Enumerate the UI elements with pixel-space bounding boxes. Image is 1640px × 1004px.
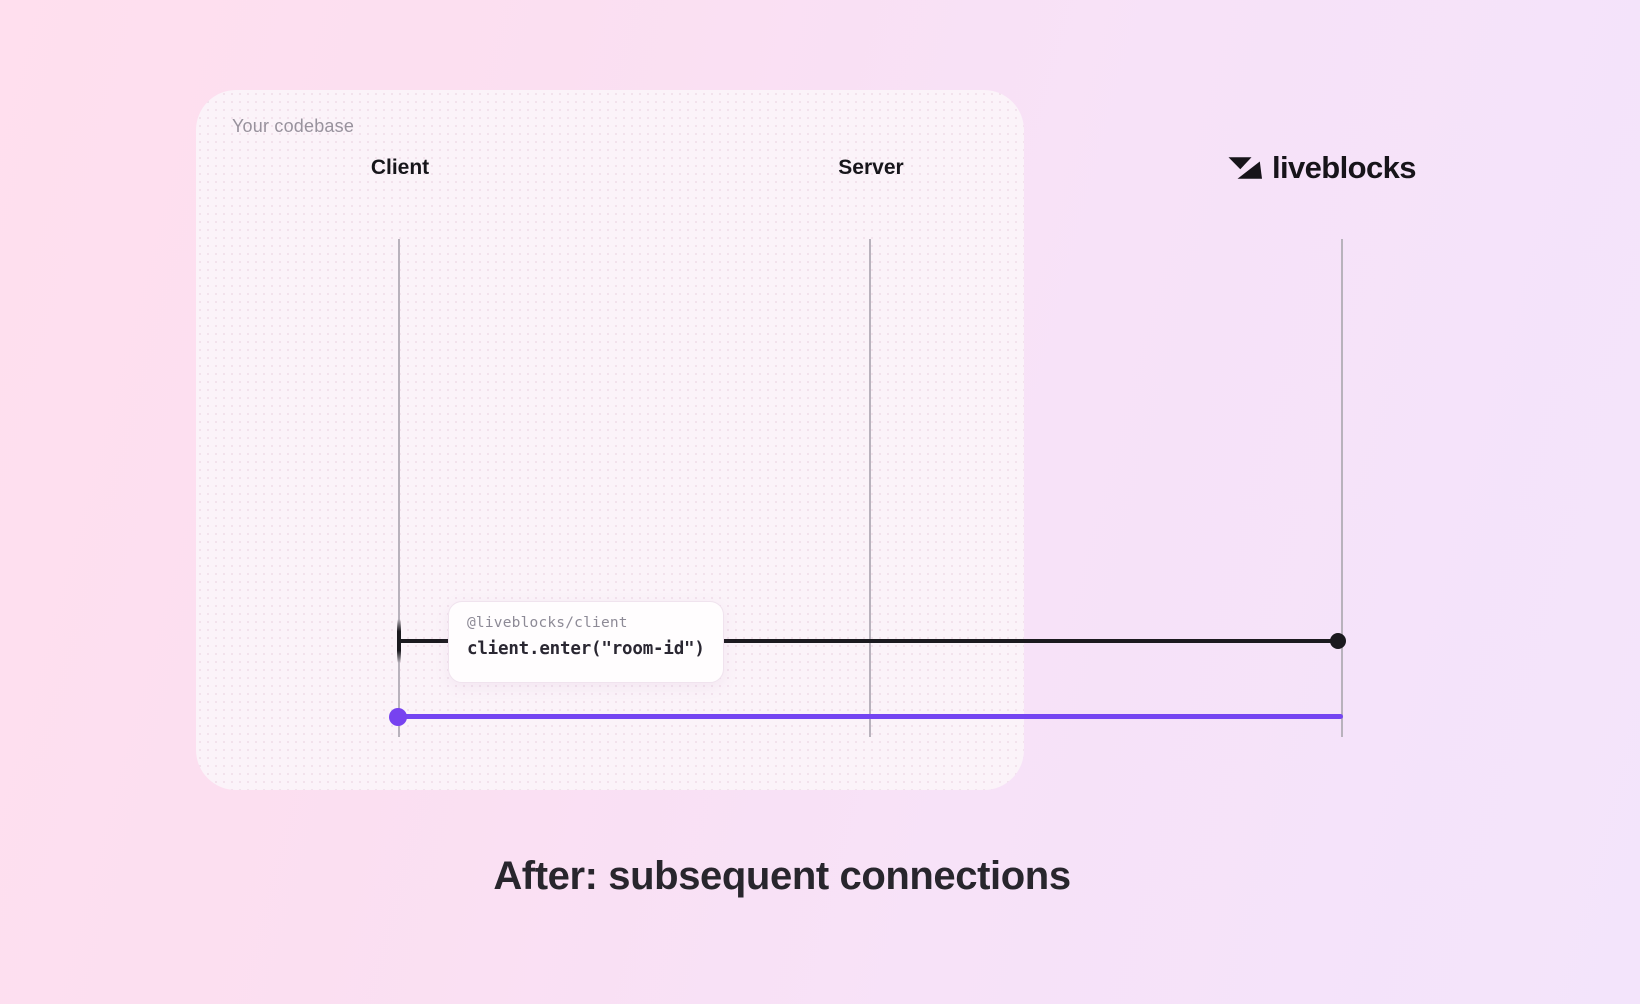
code-tooltip: @liveblocks/client client.enter("room-id… xyxy=(448,601,724,683)
liveblocks-wordmark: liveblocks xyxy=(1272,150,1417,185)
response-line-end-dot xyxy=(389,708,407,726)
lifeline-liveblocks xyxy=(1341,239,1343,737)
column-heading-client: Client xyxy=(370,156,430,179)
liveblocks-logo-icon xyxy=(1228,156,1263,180)
lifeline-client xyxy=(398,239,400,737)
diagram-caption: After: subsequent connections xyxy=(493,854,1071,898)
call-line-end-dot xyxy=(1330,633,1346,649)
call-line xyxy=(399,639,1340,643)
column-heading-server: Server xyxy=(838,156,904,179)
code-tooltip-snippet: client.enter("room-id") xyxy=(467,639,705,659)
panel-title: Your codebase xyxy=(232,116,355,136)
lifeline-server xyxy=(869,239,871,737)
response-line xyxy=(399,714,1343,719)
codebase-panel: Your codebase Client Server xyxy=(196,90,1024,790)
liveblocks-logo: liveblocks xyxy=(1228,150,1417,186)
code-tooltip-package: @liveblocks/client xyxy=(467,615,628,631)
